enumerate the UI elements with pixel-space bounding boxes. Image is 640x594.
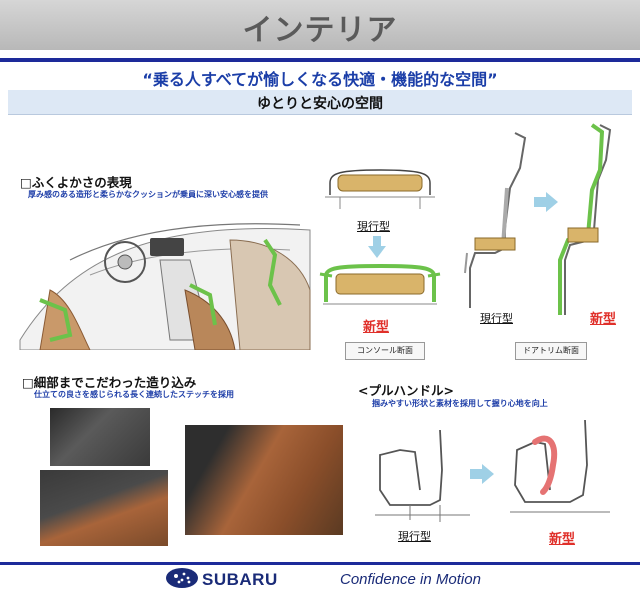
- pull-handle-new-label: 新型: [549, 532, 576, 547]
- console-new-section: [319, 263, 441, 305]
- leather-trim-photo: [40, 470, 168, 546]
- pull-handle-note: 掴みやすい形状と素材を採用して握り心地を向上: [372, 399, 548, 408]
- pull-handle-current-section: [375, 430, 470, 522]
- header-bar: [0, 0, 640, 50]
- interior-cabin-illustration: [19, 223, 311, 350]
- page-title: インテリア: [242, 13, 398, 48]
- pull-handle-new-section: [510, 420, 610, 513]
- tagline: Confidence in Motion: [340, 571, 481, 588]
- section-title: ゆとりと安心の空間: [257, 96, 383, 112]
- bottom-divider: [0, 562, 640, 565]
- section-band: [8, 90, 632, 115]
- door-new-label: 新型: [590, 312, 617, 327]
- right-arrow-icon: [534, 192, 558, 212]
- feature2-note: 仕立ての良さを感じられる長く連続したステッチを採用: [34, 390, 234, 399]
- door-trim-photo: [185, 425, 343, 535]
- console-current-label: 現行型: [357, 220, 390, 233]
- feature1-heading: □ふくよかさの表現: [20, 175, 132, 190]
- feature2-heading: □細部までこだわった造り込み: [22, 375, 197, 390]
- pull-handle-current-label: 現行型: [398, 530, 431, 543]
- top-divider: [0, 58, 640, 62]
- door-trim-current-section: [464, 132, 527, 308]
- console-current-section: [325, 169, 435, 209]
- door-trim-new-section: [558, 123, 612, 315]
- down-arrow-icon: [368, 236, 386, 258]
- brand-name: SUBARU: [202, 570, 278, 589]
- console-new-label: 新型: [363, 320, 390, 335]
- right-arrow-icon: [470, 464, 494, 484]
- slogan: “乗る人すべてが愉しくなる快適・機能的な空間”: [142, 70, 498, 89]
- console-caption: コンソール断面: [345, 342, 425, 360]
- subaru-logo-icon: [166, 568, 198, 588]
- feature1-note: 厚み感のある造形と柔らかなクッションが乗員に深い安心感を提供: [28, 190, 268, 199]
- door-caption: ドアトリム断面: [515, 342, 587, 360]
- stitch-detail-photo: [50, 408, 150, 466]
- door-current-label: 現行型: [480, 312, 513, 325]
- pull-handle-heading: <プルハンドル>: [358, 383, 454, 398]
